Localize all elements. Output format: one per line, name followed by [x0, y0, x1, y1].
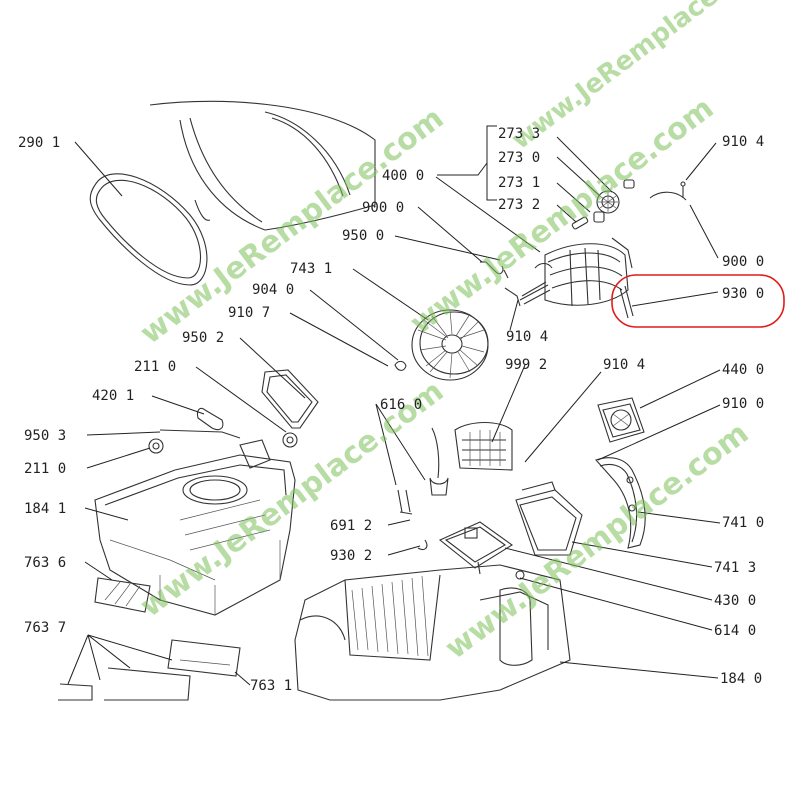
- label-950-3: 950 3: [24, 428, 66, 444]
- label-763-1: 763 1: [250, 678, 292, 694]
- label-930-2: 930 2: [330, 548, 372, 564]
- label-999-2: 999 2: [505, 357, 547, 373]
- base-main-drawing: [294, 564, 571, 701]
- label-184-0: 184 0: [720, 671, 762, 687]
- label-910-4-mid: 910 4: [506, 329, 548, 345]
- sensor-drawing: [397, 427, 449, 551]
- base-left-drawing: [94, 439, 296, 616]
- filters-drawing: [58, 577, 241, 701]
- label-930-0: 930 0: [722, 286, 764, 302]
- label-950-0: 950 0: [342, 228, 384, 244]
- label-741-3: 741 3: [714, 560, 756, 576]
- label-900-0-right: 900 0: [722, 254, 764, 270]
- leader-lines: [67, 125, 721, 686]
- motor-drawing: [519, 237, 633, 307]
- housing-drawing: [515, 481, 583, 556]
- drum-drawing: [149, 100, 376, 231]
- filter-drawing: [454, 421, 513, 471]
- label-211-0-top: 211 0: [134, 359, 176, 375]
- gasket-drawing: [261, 369, 319, 429]
- highlight-930-0: [611, 274, 785, 328]
- label-273-3: 273 3: [498, 126, 540, 142]
- label-741-0: 741 0: [722, 515, 764, 531]
- label-290-1: 290 1: [18, 135, 60, 151]
- label-273-0: 273 0: [498, 150, 540, 166]
- label-273-2: 273 2: [498, 197, 540, 213]
- label-910-4-top: 910 4: [722, 134, 764, 150]
- watermark-group: www.JeRemplace.com www.JeRemplace.com ww…: [134, 0, 781, 666]
- fan-drawing: [394, 309, 489, 381]
- label-743-1: 743 1: [290, 261, 332, 277]
- belt-drawing: [89, 173, 208, 286]
- label-691-2: 691 2: [330, 518, 372, 534]
- clip-drawing: [480, 181, 687, 319]
- label-910-0: 910 0: [722, 396, 764, 412]
- label-420-1: 420 1: [92, 388, 134, 404]
- label-614-0: 614 0: [714, 623, 756, 639]
- label-904-0: 904 0: [252, 282, 294, 298]
- label-763-7: 763 7: [24, 620, 66, 636]
- pulley-drawing: [571, 179, 635, 230]
- label-440-0: 440 0: [722, 362, 764, 378]
- label-184-1: 184 1: [24, 501, 66, 517]
- part-labels: 290 1 273 3 273 0 273 1 273 2 400 0 910 …: [18, 126, 764, 694]
- label-910-4-low: 910 4: [603, 357, 645, 373]
- label-400-0: 400 0: [382, 168, 424, 184]
- label-273-1: 273 1: [498, 175, 540, 191]
- label-910-7: 910 7: [228, 305, 270, 321]
- label-616-0: 616 0: [380, 397, 422, 413]
- small-parts-drawing: [148, 407, 298, 454]
- label-900-0-mid: 900 0: [362, 200, 404, 216]
- label-211-0-bottom: 211 0: [24, 461, 66, 477]
- label-950-2: 950 2: [182, 330, 224, 346]
- cooling-fan-drawing: [597, 397, 645, 443]
- pump-drawing: [438, 521, 513, 575]
- label-430-0: 430 0: [714, 593, 756, 609]
- duct-drawing: [595, 457, 646, 549]
- label-763-6: 763 6: [24, 555, 66, 571]
